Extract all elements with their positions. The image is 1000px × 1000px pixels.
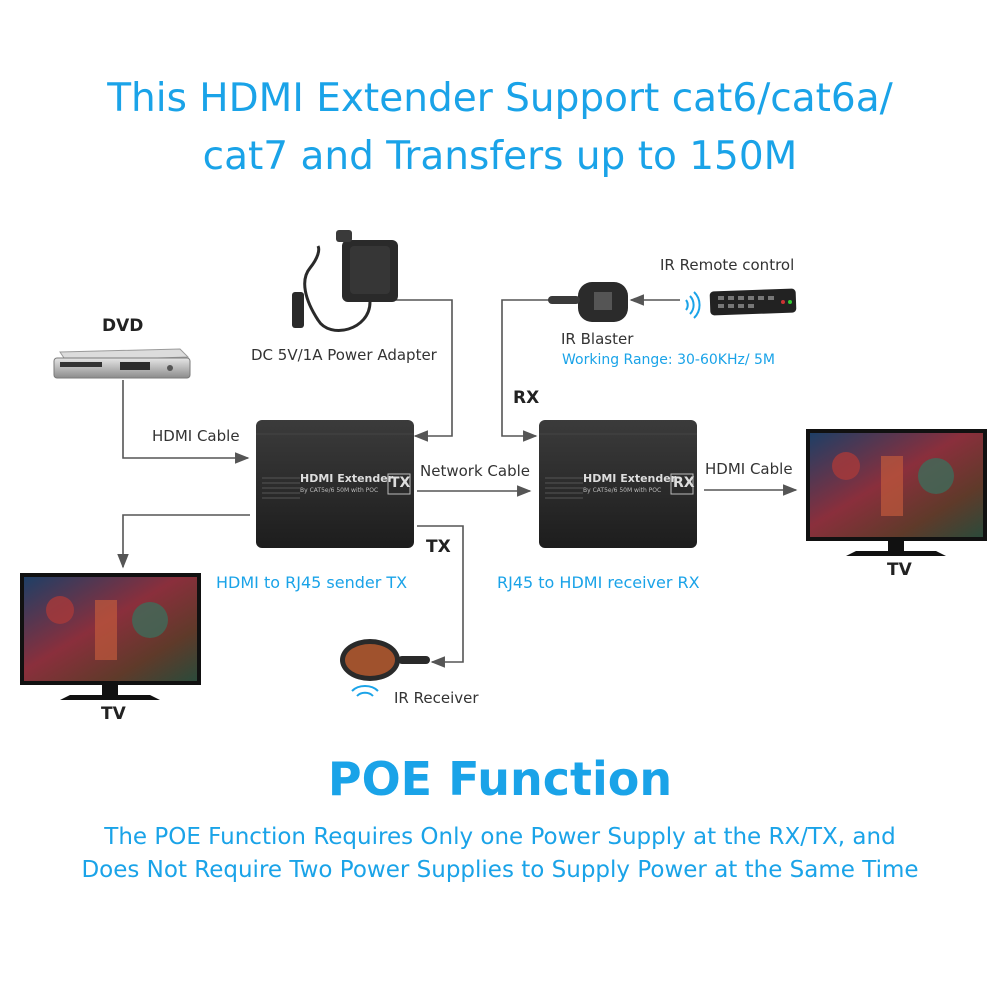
dvd-label: DVD: [102, 316, 144, 336]
rx-device-subtitle: By CAT5e/6 50M with POC: [583, 487, 662, 494]
title-line-2: cat7 and Transfers up to 150M: [202, 134, 798, 179]
title-line-1: This HDMI Extender Support cat6/cat6a/: [107, 76, 893, 121]
ir-blaster-icon: [548, 282, 628, 322]
tx-device-mode: TX: [390, 475, 411, 491]
ir-blaster-to-rx-cable: [501, 299, 552, 442]
tx-to-ir-receiver-cable: [417, 525, 464, 668]
tx-device-brand: HDMI Extender: [300, 472, 394, 485]
tx-tag: TX: [426, 537, 451, 557]
ir-receiver-label: IR Receiver: [394, 689, 479, 707]
tx-extender-device: [256, 420, 414, 548]
rx-device-mode: RX: [673, 475, 695, 491]
tx-device-subtitle: By CAT5e/6 50M with POC: [300, 487, 379, 494]
poe-description-line-1: The POE Function Requires Only one Power…: [104, 824, 896, 850]
working-range-label: Working Range: 30-60KHz/ 5M: [562, 352, 775, 368]
rx-extender-device: [539, 420, 697, 548]
hdmi-cable-left-label: HDMI Cable: [152, 427, 240, 445]
ir-blaster-label: IR Blaster: [561, 330, 634, 348]
power-adapter-icon: [292, 230, 398, 332]
network-cable-label: Network Cable: [420, 462, 530, 480]
dvd-player-icon: [53, 348, 191, 379]
tv-right-icon: [806, 429, 987, 556]
tv-left-label: TV: [101, 704, 126, 724]
poe-description-line-2: Does Not Require Two Power Supplies to S…: [81, 857, 919, 883]
remote-control-icon: [685, 288, 797, 319]
ir-remote-label: IR Remote control: [660, 256, 795, 274]
tv-right-label: TV: [887, 560, 912, 580]
rx-device-brand: HDMI Extender: [583, 472, 677, 485]
ir-receiver-icon: [340, 639, 430, 697]
tx-to-tv-cable: [117, 514, 250, 569]
poe-title: POE Function: [327, 752, 673, 806]
tv-left-icon: [20, 573, 201, 700]
power-to-tx-cable: [372, 299, 453, 442]
receiver-caption: RJ45 to HDMI receiver RX: [497, 573, 700, 592]
dvd-to-tx-cable: [122, 380, 250, 464]
power-adapter-label: DC 5V/1A Power Adapter: [251, 346, 437, 364]
hdmi-cable-right-label: HDMI Cable: [705, 460, 793, 478]
rx-tag: RX: [513, 388, 540, 408]
sender-caption: HDMI to RJ45 sender TX: [216, 573, 408, 592]
